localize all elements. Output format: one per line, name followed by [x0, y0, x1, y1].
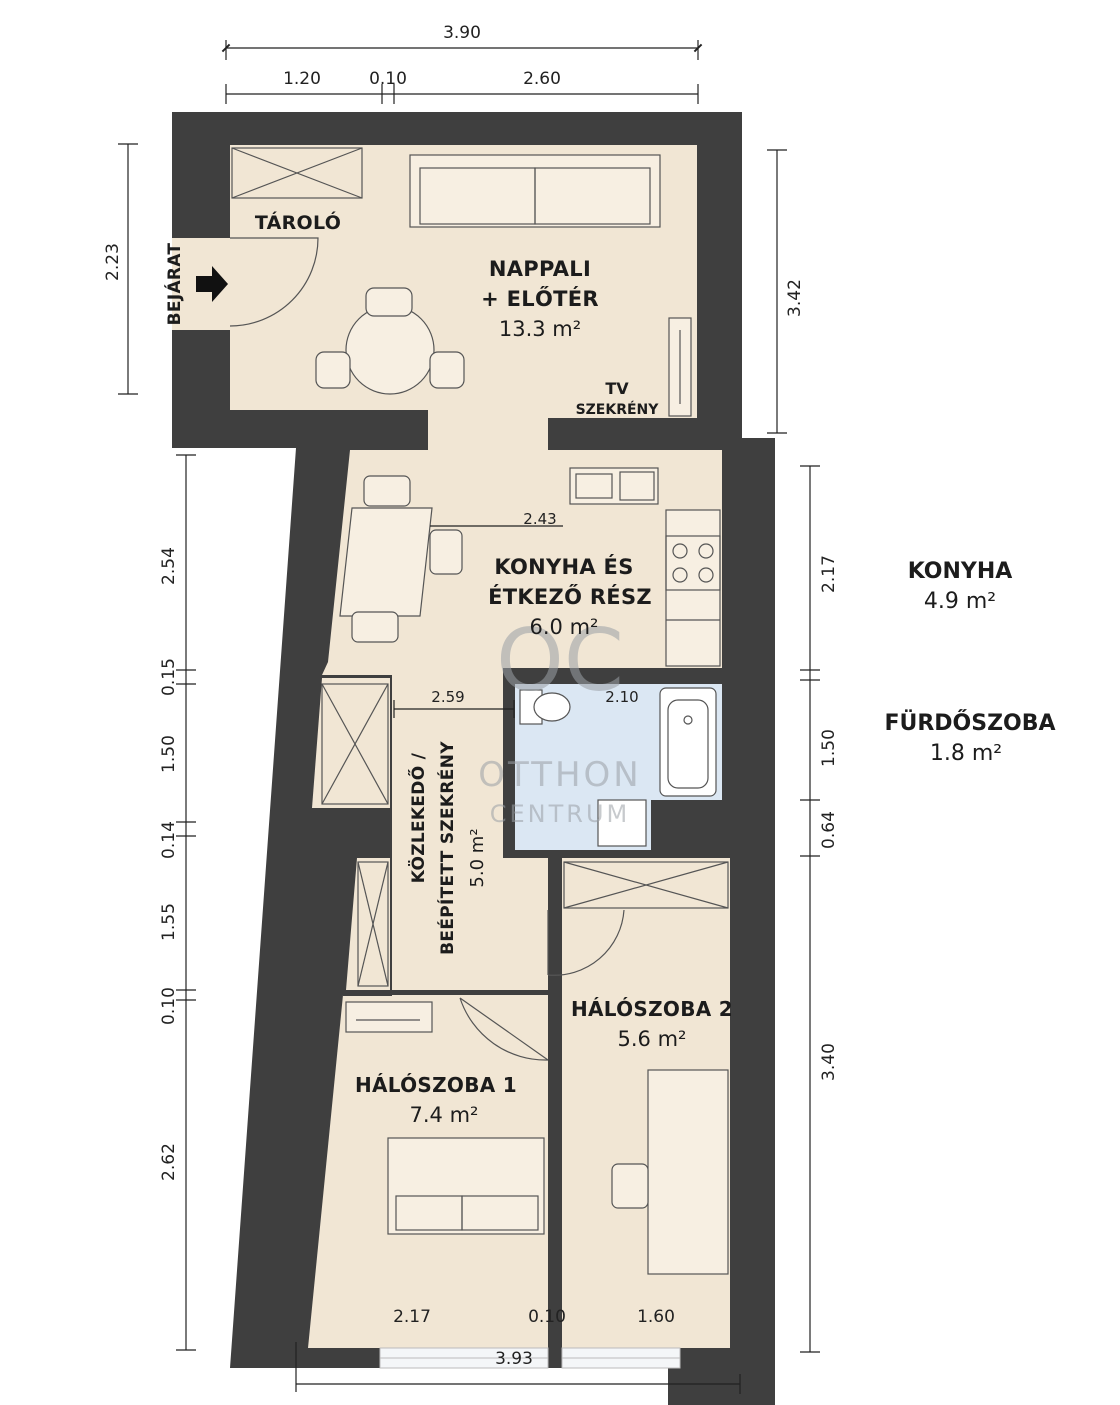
dim-left-5: 1.55: [159, 903, 179, 941]
wall-kitchen-bath: [503, 668, 722, 684]
dim-top-c: 2.60: [523, 69, 561, 89]
bed1-door: [459, 997, 549, 1061]
dim-top-total: 3.90: [443, 23, 481, 43]
dim-bottom-c: 1.60: [637, 1307, 675, 1327]
dim-inner-bath: 2.10: [605, 688, 638, 706]
bed2-desk: [647, 1069, 729, 1275]
watermark-logo: OC: [496, 611, 624, 711]
label-living-area: 13.3 m²: [499, 317, 581, 341]
dim-left-7: 2.62: [159, 1143, 179, 1181]
label-bed2: HÁLÓSZOBA 2: [571, 997, 733, 1021]
label-tv-1: TV: [605, 379, 629, 398]
storage-box: [231, 147, 363, 199]
label-kitchen-area: 6.0 m²: [530, 615, 599, 639]
furniture: [229, 147, 729, 1275]
watermark-line2: CENTRUM: [490, 800, 630, 828]
kitchen-counter: [665, 509, 721, 667]
bed1-dresser: [345, 1001, 433, 1033]
watermark: OC OTTHON CENTRUM: [478, 611, 641, 828]
dim-bottom-total: 3.93: [495, 1349, 533, 1369]
entry-door: [229, 237, 319, 327]
round-table: [345, 305, 435, 395]
entry-arrow-icon: [196, 266, 228, 302]
label-bed2-area: 5.6 m²: [618, 1027, 687, 1051]
dim-right-2: 2.17: [819, 555, 839, 593]
wardrobe-lower-floor: [346, 858, 390, 990]
dim-top-b: 0.10: [369, 69, 407, 89]
label-tv-2: SZEKRÉNY: [576, 401, 660, 418]
dimension-lines: [118, 40, 820, 1394]
label-corridor-2: BEÉPÍTETT SZEKRÉNY: [436, 741, 458, 955]
wall-wardrobe-mid: [310, 808, 392, 858]
dim-bottom-b: 0.10: [528, 1307, 566, 1327]
label-living-1: NAPPALI: [489, 257, 591, 281]
washbasin: [597, 799, 647, 847]
wall-bed-divider: [548, 858, 562, 1368]
dim-bottom-a: 2.17: [393, 1307, 431, 1327]
kitchen-sink: [569, 467, 659, 505]
watermark-line1: OTTHON: [478, 755, 641, 795]
side-bath: FÜRDŐSZOBA: [884, 710, 1055, 736]
dimension-labels: 3.90 1.20 0.10 2.60 2.23 2.54 0.15 1.50 …: [103, 23, 839, 1369]
dim-right-4: 0.64: [819, 811, 839, 849]
bed2-door: [547, 909, 625, 976]
dim-left-1: 2.54: [159, 547, 179, 585]
label-bed1: HÁLÓSZOBA 1: [355, 1073, 517, 1097]
dim-top-a: 1.20: [283, 69, 321, 89]
dim-left-entry: 2.23: [103, 243, 123, 281]
dim-inner-corridor: 2.59: [431, 688, 464, 706]
dining-table: [339, 507, 433, 617]
label-storage: TÁROLÓ: [255, 210, 341, 234]
side-bath-area: 1.8 m²: [930, 741, 1002, 766]
dim-right-1: 3.42: [785, 279, 805, 317]
label-corridor-area: 5.0 m²: [467, 828, 488, 887]
dim-right-5: 3.40: [819, 1043, 839, 1081]
label-corridor-1: KÖZLEKEDŐ /: [407, 752, 429, 883]
corridor-floor: [392, 675, 548, 990]
wall-bed1-top: [343, 990, 392, 996]
stove: [665, 535, 721, 591]
dim-left-2: 0.15: [159, 658, 179, 696]
wall-kitchen-right: [722, 450, 730, 858]
wardrobe-upper-floor: [312, 678, 390, 808]
label-kitchen-2: ÉTKEZŐ RÉSZ: [488, 584, 652, 609]
dim-left-4: 0.14: [159, 821, 179, 859]
dim-inner-kitchen: 2.43: [523, 510, 556, 528]
side-kitchen-area: 4.9 m²: [924, 589, 996, 614]
wardrobe-lower: [357, 861, 389, 987]
kitchen-floor: [322, 450, 722, 675]
inner-walls: [310, 450, 730, 1368]
label-kitchen-1: KONYHA ÉS: [494, 554, 633, 579]
bed1-bed: [387, 1137, 545, 1235]
bathtub: [659, 687, 717, 797]
windows: [379, 1347, 681, 1369]
label-bed1-area: 7.4 m²: [410, 1103, 479, 1127]
side-labels: KONYHA 4.9 m² FÜRDŐSZOBA 1.8 m²: [884, 559, 1055, 766]
room-labels: TÁROLÓ BEJÁRAT NAPPALI + ELŐTÉR 13.3 m² …: [163, 210, 733, 1127]
wall-bath-left: [503, 668, 515, 858]
dim-left-3: 1.50: [159, 735, 179, 773]
wall-bath-bottom: [503, 850, 730, 858]
dim-left-6: 0.10: [159, 987, 179, 1025]
label-entrance: BEJÁRAT: [163, 243, 185, 326]
wardrobe-bed2: [563, 861, 729, 909]
wardrobe-upper: [321, 683, 389, 805]
dim-right-3: 1.50: [819, 729, 839, 767]
side-kitchen: KONYHA: [908, 559, 1013, 584]
label-living-2: + ELŐTÉR: [481, 286, 599, 311]
